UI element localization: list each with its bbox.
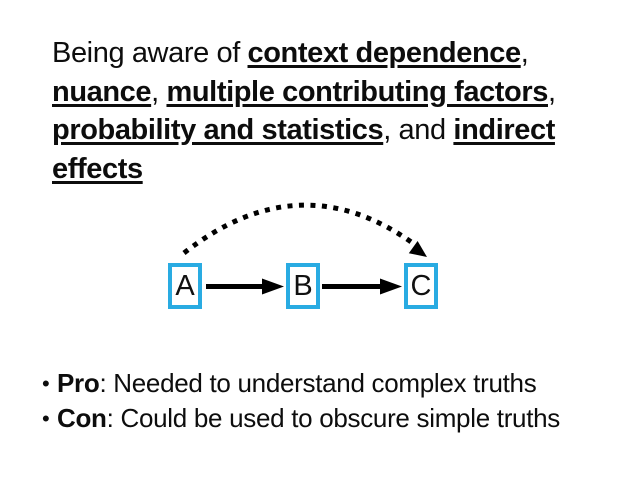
title-run: , [520,37,529,69]
title-run-underlined: multiple contributing factors [166,75,548,108]
dotted-arc-arrow-a-to-c [182,202,427,257]
diagram-node-b: B [286,263,320,309]
bullet-text: : Needed to understand complex truths [99,368,537,398]
title-run: , [151,75,167,108]
title-line: probability and statistics, and indirect [52,111,556,150]
bullet-icon: • [42,371,50,396]
title-run: Being aware of [52,37,248,69]
title-run: , and [383,114,454,146]
diagram-node-a: A [168,263,202,309]
arrow-a-to-b [206,278,284,295]
title-run-underlined: context dependence [247,37,522,69]
bullet-label: Pro [57,368,100,398]
bullet-text: : Could be used to obscure simple truths [106,403,561,433]
title-line: effects [52,150,556,189]
diagram-node-c: C [404,263,438,309]
bullet-label: Con [57,403,107,433]
slide-title: Being aware of context dependence, nuanc… [52,34,556,188]
list-item-con: • Con: Could be used to obscure simple tr… [42,401,560,436]
node-label: A [175,269,195,302]
title-line: Being aware of context dependence, [52,34,556,73]
list-item-pro: • Pro: Needed to understand complex truth… [42,366,560,401]
title-line: nuance, multiple contributing factors, [52,73,556,112]
title-run-underlined: probability and statistics [52,114,384,146]
bullet-list: • Pro: Needed to understand complex truth… [42,366,560,436]
node-label: C [410,269,432,302]
title-run-underlined: nuance [52,75,152,108]
title-run-underlined: indirect [453,114,555,146]
node-label: B [293,269,313,302]
arrow-b-to-c [322,278,402,295]
bullet-icon: • [42,406,50,431]
title-run-underlined: effects [52,152,143,185]
title-run: , [547,75,556,108]
